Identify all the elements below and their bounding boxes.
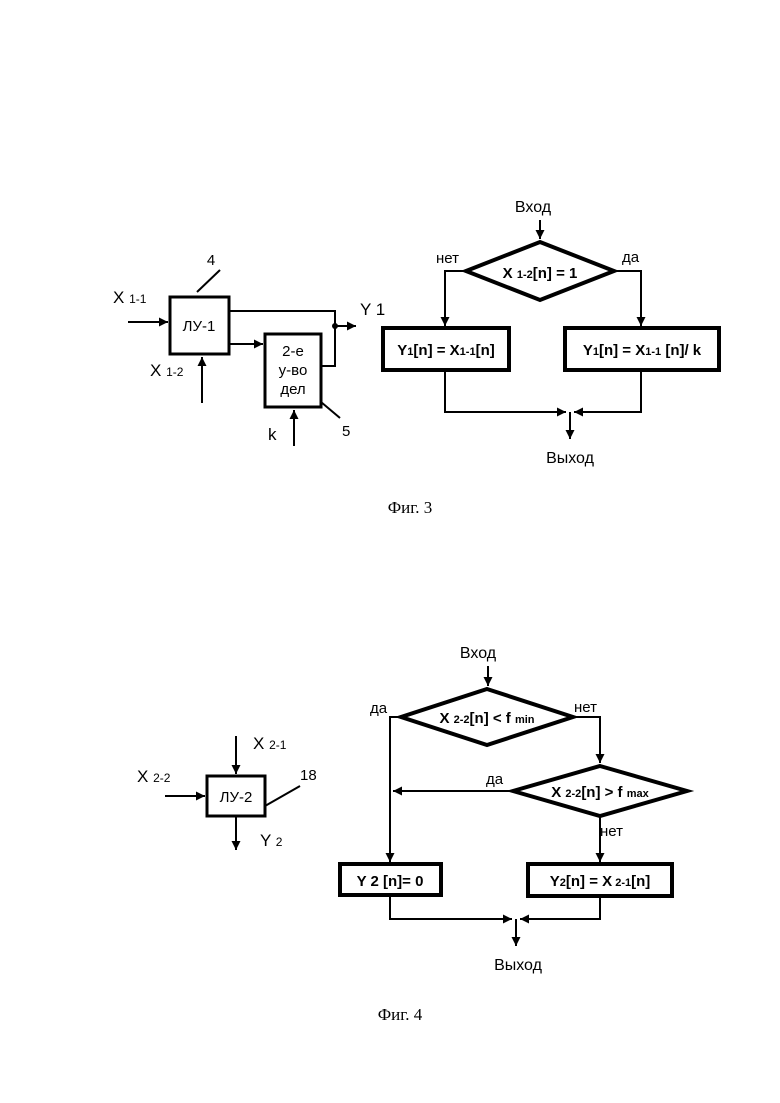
fig3-yes-branch-arrow	[614, 271, 641, 326]
fig4-exit-label: Выход	[494, 957, 543, 974]
fig3-exit-label: Выход	[546, 450, 595, 467]
divider-number: 5	[342, 423, 350, 440]
fig3-branch-yes-label: да	[622, 249, 640, 266]
lu1-number: 4	[207, 252, 215, 269]
fig4-block-diagram: ЛУ-2 X 2-1 X 2-2 Y 2 18	[137, 734, 317, 850]
figure-3: ЛУ-1 4 X 1-1 X 1-2 2-е у-во дел Y 1	[113, 199, 719, 517]
divider-leader-line	[321, 402, 340, 418]
lu2-label: ЛУ-2	[220, 789, 253, 806]
fig3-caption: Фиг. 3	[388, 498, 433, 517]
lu1-leader-line	[197, 270, 220, 292]
fig3-branch-no-label: нет	[436, 250, 459, 267]
fig3-right-box-text: Y1[n] = X1-1 [n]/ k	[583, 342, 702, 359]
fig3-decision-text: X 1-2[n] = 1	[503, 265, 578, 282]
fig4-d1-no-arrow	[573, 717, 600, 763]
fig4-caption: Фиг. 4	[378, 1005, 423, 1024]
figure-4: ЛУ-2 X 2-1 X 2-2 Y 2 18 Вход X 2-2[n] < …	[137, 645, 687, 1024]
fig4-right-merge-arrow	[520, 896, 600, 919]
fig4-flowchart: Вход X 2-2[n] < f min да нет X 2-2[n] > …	[340, 645, 687, 974]
output-y2-label: Y 2	[260, 831, 283, 850]
fig4-left-box-text: Y 2 [n]= 0	[357, 873, 424, 890]
fig3-block-diagram: ЛУ-1 4 X 1-1 X 1-2 2-е у-во дел Y 1	[113, 252, 385, 446]
fig4-entry-label: Вход	[460, 645, 497, 662]
fig3-right-merge-arrow	[574, 370, 641, 412]
divider-output-line	[321, 326, 335, 366]
divider-line2: у-во	[279, 362, 308, 379]
divider-line3: дел	[280, 381, 305, 398]
input-k-label: k	[268, 425, 277, 444]
lu2-number: 18	[300, 767, 317, 784]
fig4-d1-no-label: нет	[574, 699, 597, 716]
fig4-d1-yes-label: да	[370, 700, 388, 717]
lu1-output-line	[229, 311, 335, 326]
output-y1-label: Y 1	[360, 300, 385, 319]
fig3-no-branch-arrow	[445, 271, 466, 326]
fig3-left-merge-arrow	[445, 370, 566, 412]
fig3-entry-label: Вход	[515, 199, 552, 216]
input-x12-label: X 1-2	[150, 361, 184, 380]
input-x11-label: X 1-1	[113, 288, 147, 307]
divider-line1: 2-е	[282, 343, 304, 360]
fig4-d2-no-label: нет	[600, 823, 623, 840]
fig3-flowchart: Вход X 1-2[n] = 1 нет да Y1[n] = X1-1[n]…	[383, 199, 719, 467]
fig4-left-merge-arrow	[390, 895, 512, 919]
input-x21-label: X 2-1	[253, 734, 287, 753]
lu1-label: ЛУ-1	[183, 318, 216, 335]
fig4-d2-yes-label: да	[486, 771, 504, 788]
fig4-d1-yes-arrow	[390, 717, 401, 862]
lu2-leader-line	[265, 786, 300, 806]
input-x22-label: X 2-2	[137, 767, 171, 786]
